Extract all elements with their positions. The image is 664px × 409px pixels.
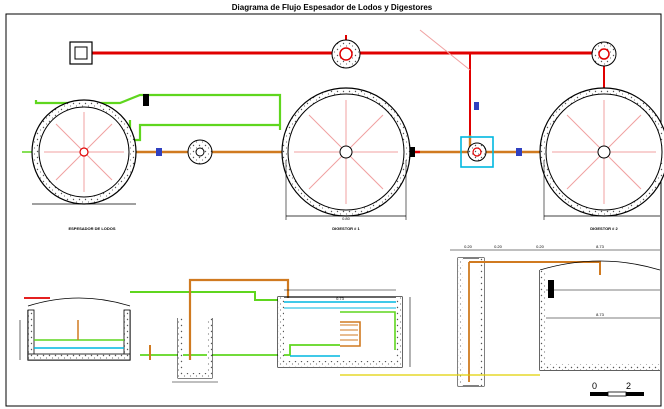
pit-section (172, 318, 218, 383)
label-thickener: ESPESADOR DE LODOS (68, 226, 115, 231)
thickener-section (19, 297, 131, 361)
sheet-border (5, 13, 662, 407)
dim-6: 0.73 (336, 296, 345, 301)
drawing-title: Diagrama de Flujo Espesador de Lodos y D… (231, 3, 433, 12)
valve-1 (156, 148, 162, 156)
dim-3: 0.20 (536, 244, 545, 249)
dim-5: 8.73 (596, 312, 605, 317)
section-views: 0.20 0.20 0.20 8.73 8.73 0.73 0.80 0 2 (19, 216, 661, 397)
supernatant-line (34, 93, 282, 130)
digester-1-section (277, 289, 411, 368)
digester-2-section (340, 249, 661, 387)
pump-box (69, 41, 93, 65)
scale-bar: 0 2 (590, 381, 644, 397)
thickener-plan (31, 99, 137, 205)
dim-1: 0.20 (464, 244, 473, 249)
dim-4: 8.73 (596, 244, 605, 249)
scale-end: 2 (626, 381, 631, 391)
dim-7: 0.80 (342, 216, 351, 221)
valve-4 (516, 148, 522, 156)
valve-box (460, 136, 494, 168)
label-digester-1: DIGESTOR # 1 (332, 226, 360, 231)
dim-2: 0.20 (494, 244, 503, 249)
scale-start: 0 (592, 381, 597, 391)
plan-view: ESPESADOR DE LODOS DIGESTOR # 1 DIGESTOR… (22, 29, 664, 231)
valve-3 (474, 102, 479, 110)
digester-1-plan (281, 87, 411, 220)
label-digester-2: DIGESTOR # 2 (590, 226, 618, 231)
digester-2-plan (539, 87, 664, 220)
